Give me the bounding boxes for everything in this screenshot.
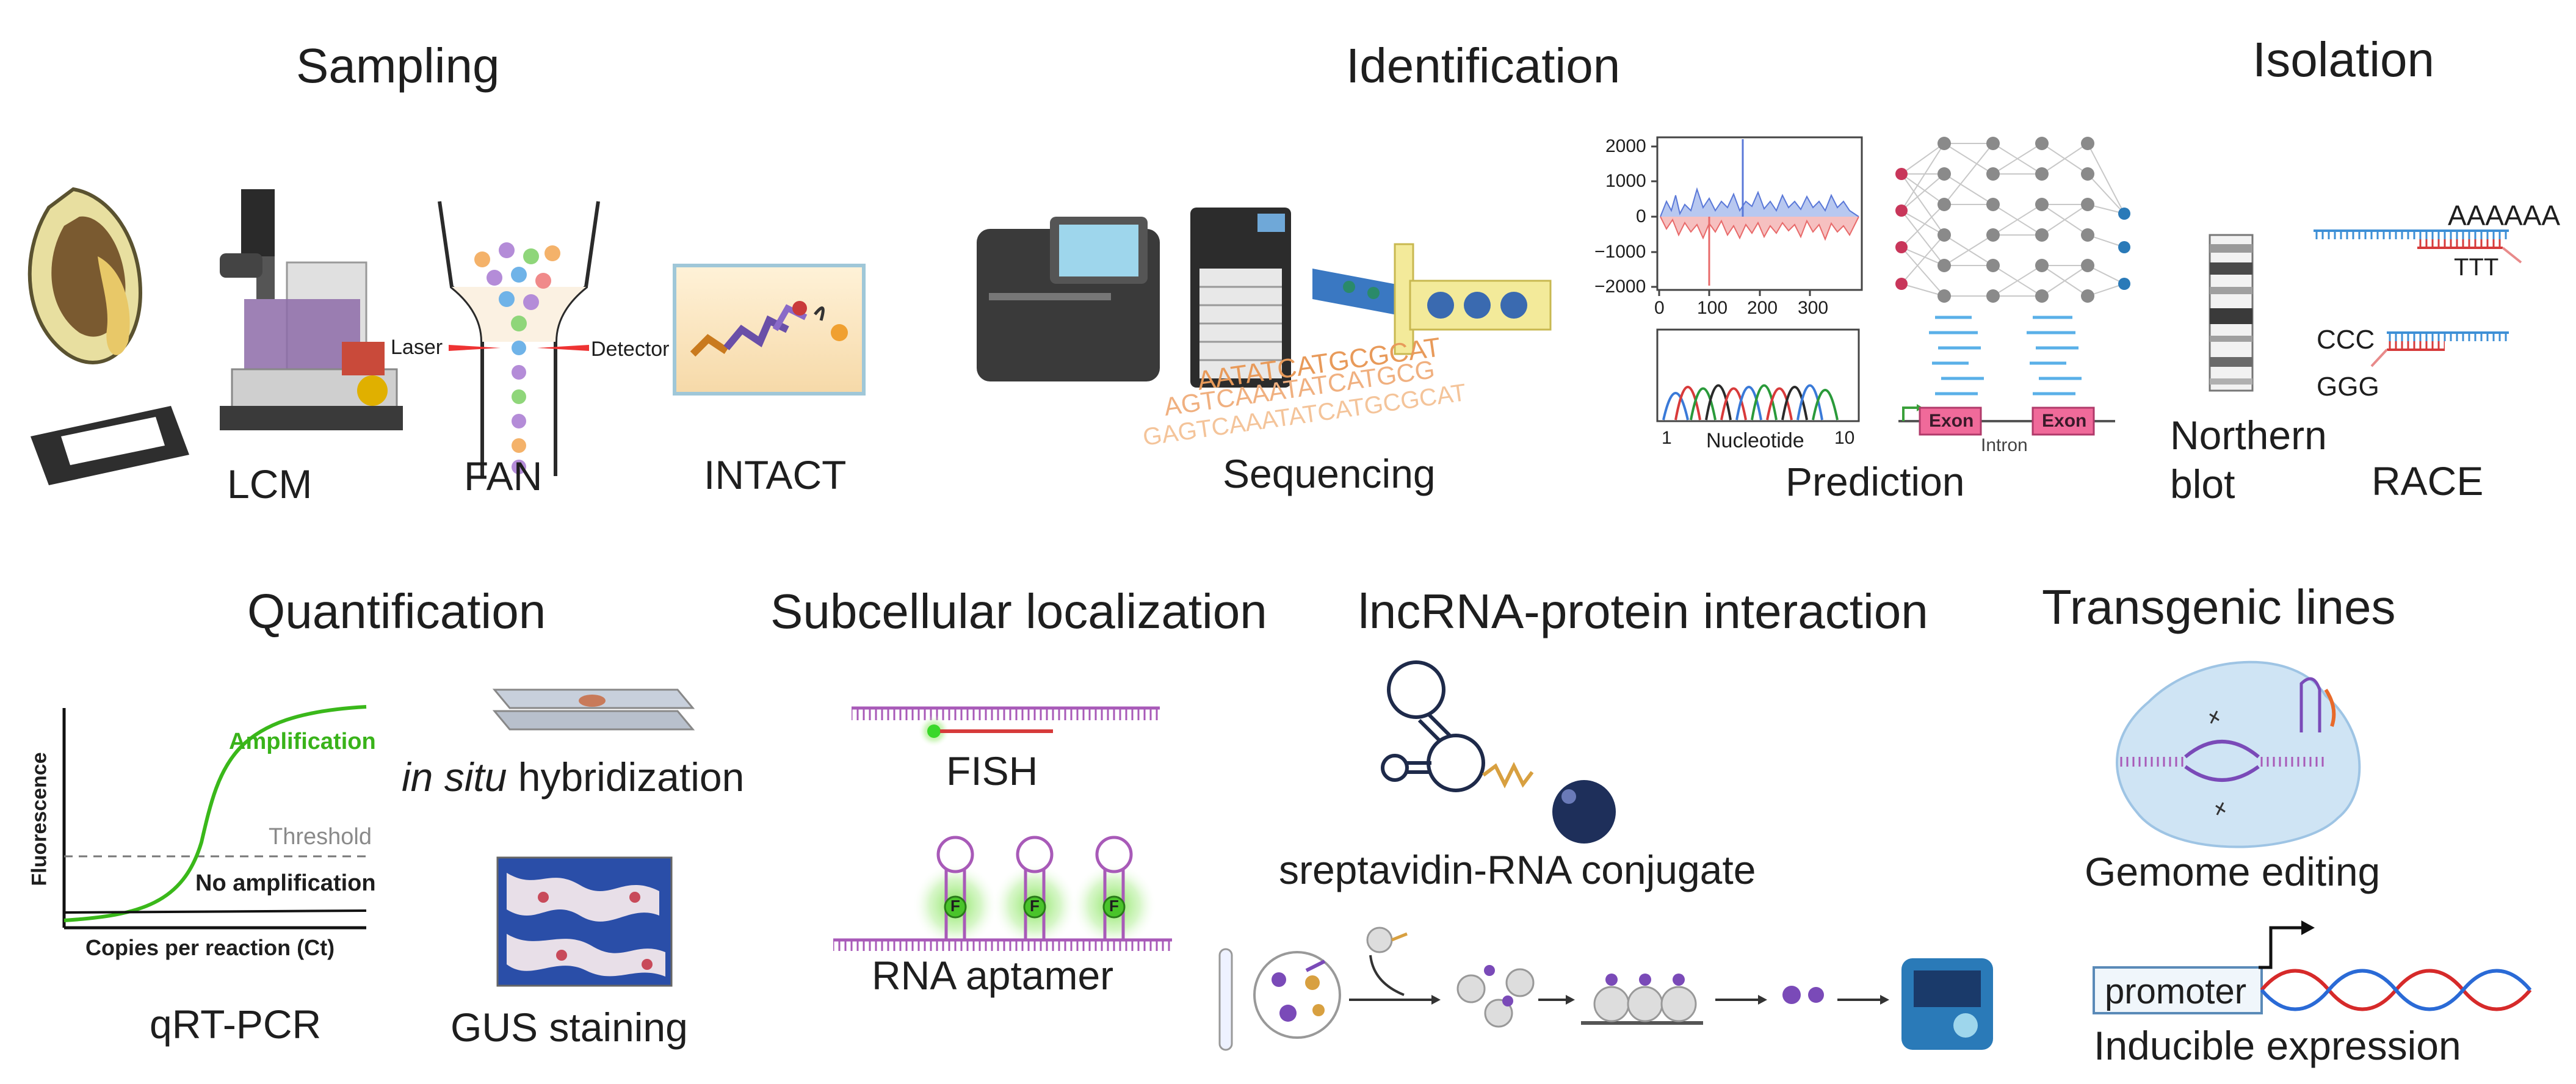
aptamer-f-3: F — [1109, 897, 1119, 915]
insitu-label-italic: in situ — [402, 754, 507, 800]
rna-aptamer — [833, 836, 1172, 951]
signal-plot — [1651, 136, 1863, 296]
exon-1-label: Exon — [1929, 411, 1974, 431]
copies-axis-label: Copies per reaction (Ct) — [85, 935, 335, 960]
qrtpcr-label: qRT-PCR — [150, 1002, 322, 1047]
signal-ytick-1000: 1000 — [1605, 171, 1646, 191]
reads-and-gene-model — [1929, 316, 2082, 396]
fish-probe — [852, 706, 1160, 747]
nucleotide-label: Nucleotide — [1706, 429, 1804, 452]
ttt-label: TTT — [2454, 254, 2499, 281]
neural-network — [1901, 143, 2125, 297]
qpcr-plot — [62, 705, 367, 930]
section-title-sampling: Sampling — [296, 38, 500, 93]
nucleotide-tick-1: 1 — [1662, 428, 1672, 448]
exon-2-label: Exon — [2042, 411, 2087, 431]
lcm-label: LCM — [227, 461, 313, 507]
seed-illustration — [27, 187, 143, 364]
signal-xtick-0: 0 — [1654, 298, 1665, 318]
pulldown-workflow — [1218, 927, 1993, 1051]
signal-ytick-0: 0 — [1636, 206, 1646, 226]
intact-tube-illustration — [673, 264, 866, 396]
threshold-label: Threshold — [269, 824, 372, 850]
signal-xtick-200: 200 — [1747, 298, 1778, 318]
aptamer-f-2: F — [1030, 897, 1040, 915]
gus-label: GUS staining — [450, 1005, 688, 1050]
insitu-label: in situ hybridization — [402, 757, 744, 797]
section-title-interaction: lncRNA-protein interaction — [1358, 584, 1928, 638]
section-title-identification: Identification — [1346, 38, 1621, 93]
polya-label: AAAAAA — [2448, 200, 2561, 231]
streptavidin-label: sreptavidin-RNA conjugate — [1279, 847, 1756, 892]
sequencing-label: Sequencing — [1223, 451, 1436, 496]
section-title-quantification: Quantification — [247, 584, 546, 638]
neural-network-nodes — [1895, 137, 2130, 303]
section-title-transgenic: Transgenic lines — [2042, 580, 2396, 634]
signal-ytick-neg2000: −2000 — [1594, 276, 1646, 297]
gemome-editing-label: Gemome editing — [2085, 849, 2381, 894]
ccc-label: CCC — [2317, 325, 2375, 355]
northern-label-line1: Northern — [2170, 413, 2327, 458]
northern-label-line2: blot — [2170, 461, 2235, 507]
chromatogram — [1656, 328, 1860, 422]
signal-xtick-100: 100 — [1697, 298, 1728, 318]
prediction-label: Prediction — [1785, 459, 1965, 504]
inducible-expression-label: Inducible expression — [2094, 1023, 2461, 1068]
section-title-subcellular: Subcellular localization — [770, 584, 1267, 638]
promoter-label: promoter — [2105, 972, 2247, 1011]
race-label: RACE — [2372, 458, 2484, 504]
fan-funnel-illustration — [438, 201, 600, 476]
gus-staining-image — [496, 856, 673, 987]
aptamer-f-1: F — [950, 897, 960, 915]
signal-xtick-300: 300 — [1798, 298, 1829, 318]
detector-label: Detector — [591, 338, 670, 361]
fish-label: FISH — [946, 748, 1038, 793]
fluorescence-axis-label: Fluorescence — [27, 752, 51, 886]
laser-label: Laser — [391, 336, 443, 359]
gene-model — [1898, 404, 2115, 436]
inducible-expression-illustration — [2093, 920, 2532, 1014]
section-title-isolation: Isolation — [2252, 32, 2434, 87]
amplification-label: Amplification — [229, 729, 376, 754]
no-amplification-label: No amplification — [195, 870, 376, 896]
streptavidin-conjugate — [1381, 660, 1616, 844]
slide-holder-illustration — [31, 406, 189, 485]
nucleotide-tick-10: 10 — [1834, 428, 1855, 448]
flow-cell-illustration — [1312, 243, 1552, 355]
northern-blot-gel — [2209, 234, 2254, 392]
intron-label: Intron — [1981, 435, 2028, 455]
microscope-illustration — [220, 189, 403, 430]
signal-ytick-2000: 2000 — [1605, 136, 1646, 156]
signal-ytick-neg1000: −1000 — [1594, 242, 1646, 262]
intact-label: INTACT — [704, 452, 847, 497]
fan-label: FAN — [464, 453, 543, 499]
sequencer-1-illustration — [977, 217, 1160, 381]
sequencer-2-illustration — [1190, 208, 1291, 388]
insitu-label-rest: hybridization — [507, 754, 745, 800]
race-illustration — [2314, 229, 2522, 367]
ggg-label: GGG — [2317, 372, 2379, 402]
genome-editing-illustration — [2115, 660, 2361, 848]
insitu-slides — [492, 688, 695, 731]
rna-aptamer-label: RNA aptamer — [872, 953, 1114, 998]
